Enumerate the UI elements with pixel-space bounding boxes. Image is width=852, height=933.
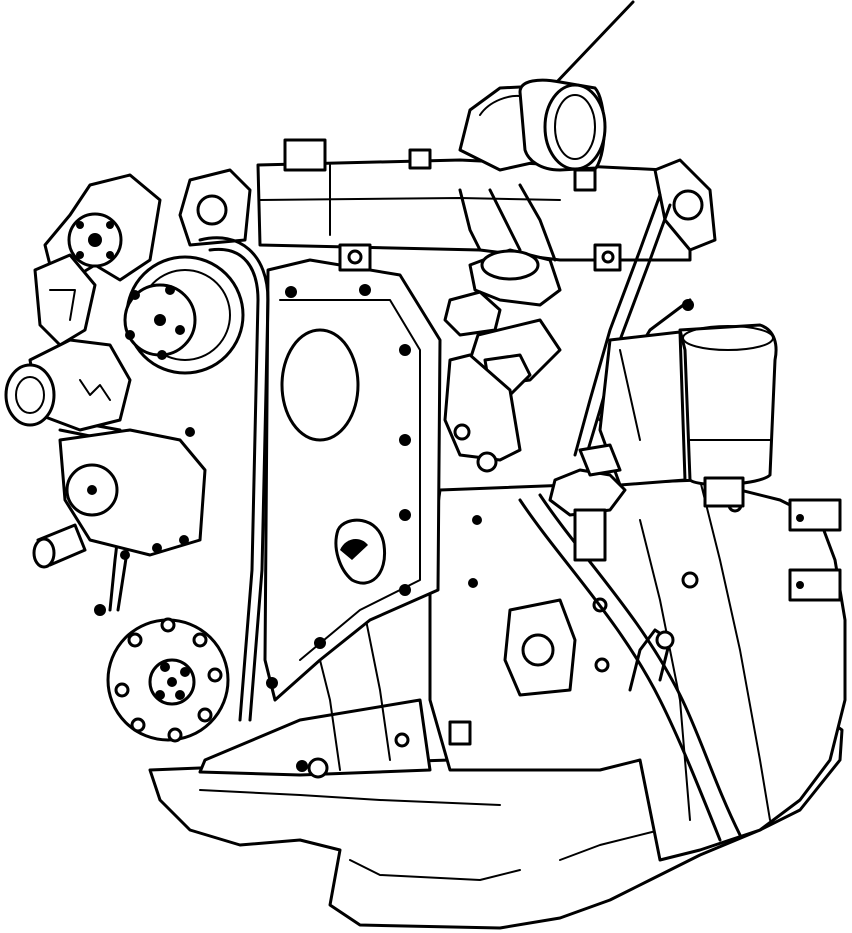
valve-cover (178, 138, 717, 262)
engine-block (428, 478, 847, 862)
front-gear-cover (263, 258, 442, 772)
alternator (4, 338, 132, 432)
mount-bracket-lower (788, 568, 842, 602)
cover-round-plate (280, 328, 360, 442)
oil-filler-cap (283, 138, 327, 172)
turbocharger-intake-elbow (458, 78, 607, 172)
fuel-filter (598, 323, 778, 508)
water-pump (32, 427, 207, 569)
lower-block-rail (198, 589, 432, 779)
sender-unit (548, 443, 627, 562)
fan-pulley (123, 255, 245, 375)
callout-leader-line (551, 0, 635, 88)
crankshaft-pulley (106, 617, 230, 743)
belt-tensioner (33, 173, 162, 347)
fuel-pump-assembly (443, 248, 562, 473)
small-fittings (94, 243, 694, 616)
